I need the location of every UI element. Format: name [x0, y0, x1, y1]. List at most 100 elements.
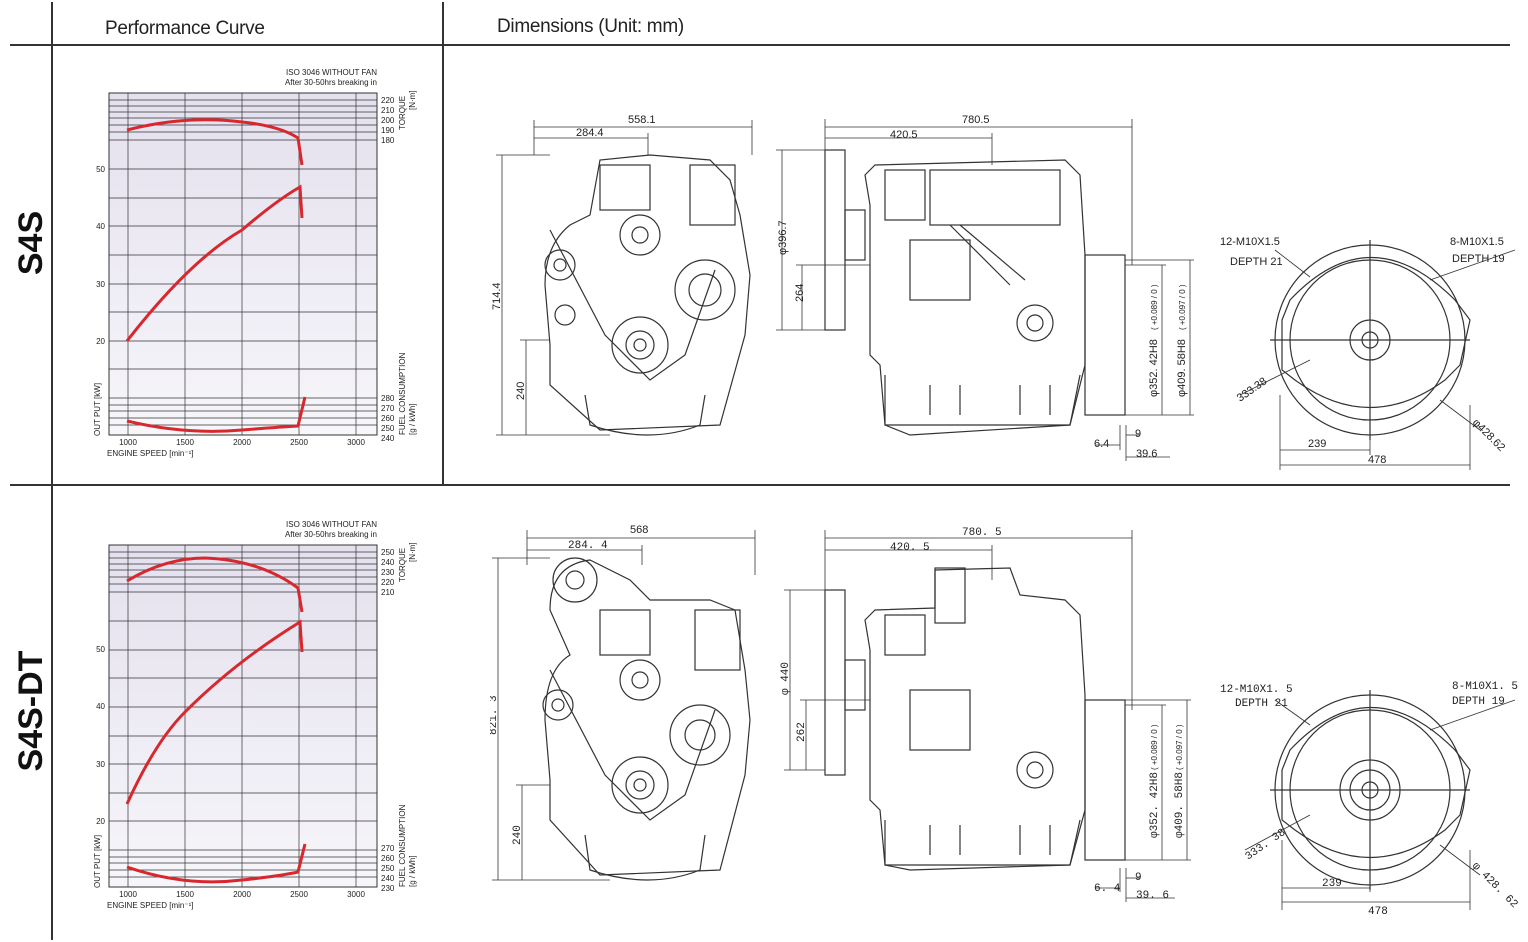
fuel-tick: 260	[381, 854, 395, 863]
output-tick: 50	[96, 165, 105, 174]
dim-front-half: 284. 4	[568, 540, 608, 552]
output-axis-label: OUT PUT [kW]	[93, 835, 102, 888]
fw-r2: φ 428. 62	[1469, 860, 1520, 911]
fuel-curve	[126, 396, 307, 433]
dim-side-h2: φ409. 58H8	[1174, 772, 1186, 838]
performance-curve-header: Performance Curve	[105, 18, 265, 39]
x-tick: 2500	[290, 890, 308, 899]
x-tick: 2000	[233, 438, 251, 447]
fw-right-depth: DEPTH 19	[1452, 253, 1505, 265]
fuel-axis-label: FUEL CONSUMPTION	[398, 352, 407, 435]
performance-chart-s4s: ISO 3046 WITHOUT FAN After 30-50hrs brea…	[93, 68, 417, 458]
x-tick: 1000	[119, 438, 137, 447]
fuel-tick: 270	[381, 404, 395, 413]
fuel-axis-unit: [g / kWh]	[408, 403, 417, 435]
output-tick: 40	[96, 702, 105, 711]
output-curve	[125, 184, 304, 342]
fw-right-depth: DEPTH 19	[1452, 696, 1505, 708]
dim-side-h2-tol: ( +0.097 / 0 )	[1178, 284, 1187, 330]
torque-tick: 200	[381, 116, 395, 125]
dim-side-pulley-dia: φ396.7	[777, 220, 789, 255]
fw-left-note: 12-M10X1. 5	[1220, 684, 1293, 696]
dim-side-b3: 39.6	[1136, 448, 1157, 460]
output-axis-label: OUT PUT [kW]	[93, 383, 102, 436]
dim-side-b2: 9	[1135, 872, 1142, 884]
fw-w2: 478	[1368, 906, 1388, 918]
flywheel-housing-drawing	[1270, 690, 1471, 890]
torque-tick: 190	[381, 126, 395, 135]
label-column-rule	[51, 2, 53, 940]
side-view-drawing	[824, 567, 1126, 871]
dim-front-lower: 240	[515, 382, 527, 400]
dim-side-length: 780. 5	[962, 527, 1002, 539]
torque-axis-label: TORQUE	[398, 96, 407, 130]
x-tick: 3000	[347, 890, 365, 899]
x-tick: 1000	[119, 890, 137, 899]
standard-note: ISO 3046 WITHOUT FAN	[286, 68, 377, 77]
output-tick: 30	[96, 280, 105, 289]
torque-tick: 250	[381, 548, 395, 557]
fuel-curve	[126, 843, 307, 884]
dim-side-b1: 6. 4	[1094, 883, 1121, 895]
dim-side-b1: 6.4	[1094, 438, 1109, 450]
x-axis-label: ENGINE SPEED [min⁻¹]	[107, 901, 193, 910]
output-tick: 20	[96, 817, 105, 826]
fw-left-depth: DEPTH 21	[1230, 256, 1283, 268]
chart-grid	[109, 93, 377, 435]
torque-tick: 220	[381, 578, 395, 587]
x-tick: 1500	[176, 890, 194, 899]
torque-curve	[126, 556, 304, 613]
dim-front-half: 284.4	[576, 127, 604, 139]
dim-side-pulley-ht: 264	[794, 284, 806, 302]
torque-tick: 210	[381, 588, 395, 597]
dim-side-h1-tol: ( +0.089 / 0 )	[1150, 284, 1159, 330]
dim-side-b3: 39. 6	[1136, 890, 1169, 902]
torque-curve	[126, 118, 304, 166]
fuel-axis-unit: [g / kWh]	[408, 855, 417, 887]
dimension-drawings-s4s-dt: 568 284. 4 821. 3 240 780. 5 420. 5 φ 44…	[490, 524, 1520, 918]
dim-front-height: 821. 3	[490, 695, 500, 735]
torque-axis-label: TORQUE	[398, 548, 407, 582]
chart-plot-area	[108, 544, 378, 888]
front-view-drawing	[544, 154, 751, 436]
dim-side-pulley-dia: φ 440	[780, 662, 792, 695]
dim-side-h2: φ409. 58H8	[1176, 339, 1188, 397]
fw-w1: 239	[1308, 438, 1326, 450]
fuel-tick: 230	[381, 884, 395, 893]
standard-note: ISO 3046 WITHOUT FAN	[286, 520, 377, 529]
x-tick: 1500	[176, 438, 194, 447]
chart-plot-area	[108, 92, 378, 436]
fw-left-depth: DEPTH 21	[1235, 698, 1288, 710]
dim-side-half: 420.5	[890, 129, 918, 141]
dim-side-b2: 9	[1135, 428, 1141, 440]
x-tick: 2000	[233, 890, 251, 899]
fw-right-note: 8-M10X1. 5	[1452, 681, 1518, 693]
fuel-tick: 250	[381, 864, 395, 873]
torque-tick: 210	[381, 106, 395, 115]
model-name-s4s-dt: S4S-DT	[12, 650, 50, 772]
torque-axis-unit: [N·m]	[408, 90, 417, 110]
fuel-tick: 250	[381, 424, 395, 433]
dim-side-pulley-ht: 262	[796, 722, 808, 742]
front-view-drawing	[542, 557, 751, 881]
dim-front-height: 714.4	[491, 282, 503, 310]
side-view-drawing	[824, 149, 1126, 436]
dim-side-half: 420. 5	[890, 542, 930, 554]
output-tick: 20	[96, 337, 105, 346]
fuel-tick: 240	[381, 434, 395, 443]
torque-tick: 180	[381, 136, 395, 145]
output-tick: 50	[96, 645, 105, 654]
dimensions-header: Dimensions (Unit: mm)	[497, 16, 684, 37]
output-curve	[125, 619, 304, 805]
flywheel-housing-drawing	[1270, 240, 1471, 440]
dimension-drawings-s4s: 558.1 284.4 714.4 240 780.5 420.5 φ396.7…	[491, 114, 1516, 470]
breaking-note: After 30-50hrs breaking in	[285, 78, 377, 87]
fw-r1: 333.38	[1235, 375, 1269, 404]
fuel-tick: 270	[381, 844, 395, 853]
fuel-tick: 260	[381, 414, 395, 423]
x-tick: 3000	[347, 438, 365, 447]
fw-w2: 478	[1368, 454, 1386, 466]
x-axis-label: ENGINE SPEED [min⁻¹]	[107, 449, 193, 458]
header-rule	[10, 44, 1510, 46]
fw-r1: 333. 38	[1243, 827, 1288, 863]
